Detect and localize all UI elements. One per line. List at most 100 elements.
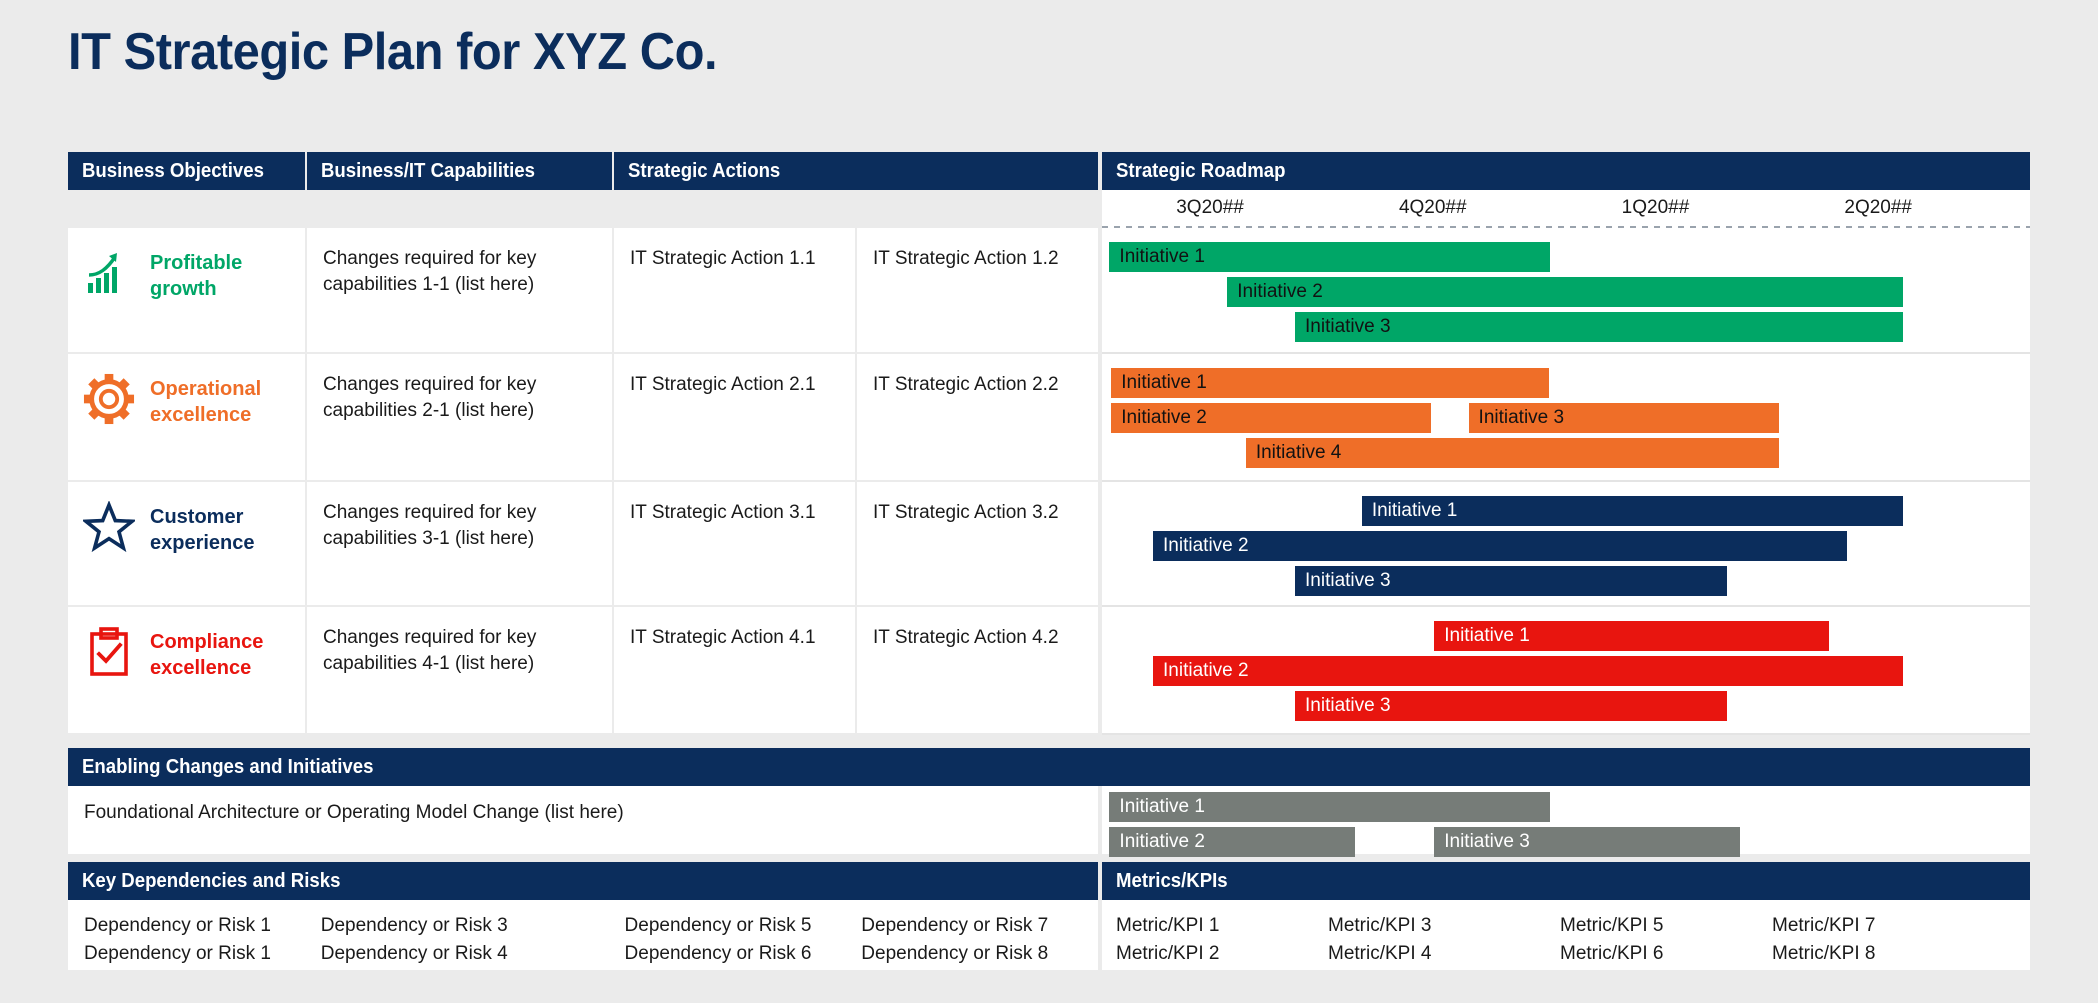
gantt-bar[interactable]: Initiative 1 [1111,368,1550,398]
objective-row: Profitable growth Changes required for ke… [68,228,1098,352]
objective-cell[interactable]: Profitable growth [68,228,305,352]
metric-column: Metric/KPI 5 Metric/KPI 6 [1560,912,1772,970]
gantt-bar[interactable]: Initiative 1 [1109,242,1551,272]
dependency-column-item: Dependency or Risk 3 [320,915,508,936]
roadmap-group: Initiative 1 Initiative 2 Initiative 3 [1102,228,2030,354]
gantt-bar[interactable]: Initiative 3 [1295,566,1727,596]
strategic-action-cell[interactable]: IT Strategic Action 4.1 [614,607,855,733]
objective-label: Compliance excellence [150,631,264,679]
growth-chart-icon [82,246,136,300]
roadmap-axis: 3Q20## 4Q20## 1Q20## 2Q20## [1102,190,2030,228]
group-divider [1102,733,2030,735]
section-header-dependencies: Key Dependencies and Risks [68,862,1098,900]
capability-cell[interactable]: Changes required for key capabilities 3-… [307,482,612,605]
gantt-bar[interactable]: Initiative 4 [1245,438,1780,468]
axis-dashed-line [1102,226,2030,228]
metric-column-item: Metric/KPI 8 [1772,942,1876,964]
capability-cell[interactable]: Changes required for key capabilities 4-… [307,607,612,733]
gantt-bar[interactable]: Initiative 2 [1153,531,1848,561]
gear-icon [82,372,136,426]
column-header-strategic-roadmap: Strategic Roadmap [1102,152,2030,190]
metric-column: Metric/KPI 7 Metric/KPI 8 [1772,912,1984,970]
metric-column: Metric/KPI 3 Metric/KPI 4 [1328,912,1560,970]
section-header-metrics: Metrics/KPIs [1102,862,2030,900]
gantt-bar[interactable]: Initiative 2 [1109,827,1356,857]
dependency-column-item: Dependency or Risk 8 [861,942,1049,964]
dependency-column: Dependency or Risk 5 Dependency or Risk 6 [625,912,862,970]
column-header-business-objectives: Business Objectives [68,152,305,190]
dependency-column-item: Dependency or Risk 6 [624,942,812,964]
gantt-bar[interactable]: Initiative 1 [1361,496,1903,526]
roadmap-quarter-label: 1Q20## [1621,197,1690,218]
section-header-label: Key Dependencies and Risks [82,869,341,892]
objective-row: Customer experience Changes required for … [68,482,1098,605]
objective-label: Operational excellence [150,378,262,426]
objective-cell[interactable]: Operational excellence [68,354,305,480]
gantt-bar[interactable]: Initiative 3 [1295,312,1903,342]
capability-cell[interactable]: Changes required for key capabilities 1-… [307,228,612,352]
clipboard-check-icon [82,625,136,679]
roadmap-quarter-label: 3Q20## [1176,197,1244,218]
dependency-column-item: Dependency or Risk 4 [320,942,508,964]
metric-column: Metric/KPI 1 Metric/KPI 2 [1116,912,1328,970]
objective-row: Compliance excellence Changes required fo… [68,607,1098,733]
metric-column-item: Metric/KPI 6 [1560,942,1664,964]
objective-cell[interactable]: Customer experience [68,482,305,605]
objective-label: Profitable growth [150,252,243,300]
gantt-bar[interactable]: Initiative 3 [1468,403,1780,433]
enabling-description: Foundational Architecture or Operating M… [68,786,1098,854]
objective-cell[interactable]: Compliance excellence [68,607,305,733]
roadmap-group: Initiative 1 Initiative 2 Initiative 3 Init… [1102,354,2030,482]
section-header-label: Metrics/KPIs [1116,869,1228,892]
gantt-bar[interactable]: Initiative 1 [1109,792,1551,822]
dependency-column-item: Dependency or Risk 7 [861,915,1049,936]
strategic-action-cell[interactable]: IT Strategic Action 2.1 [614,354,855,480]
column-header-label: Strategic Actions [628,159,781,182]
gantt-bar[interactable]: Initiative 2 [1227,277,1903,307]
metric-column-item: Metric/KPI 3 [1328,915,1432,936]
strategic-action-cell[interactable]: IT Strategic Action 2.2 [857,354,1098,480]
dependency-column: Dependency or Risk 1 Dependency or Risk 1 [84,912,321,970]
matrix-header-row: Business Objectives Business/IT Capabili… [68,152,1098,190]
column-header-label: Business/IT Capabilities [321,159,535,182]
gantt-bar[interactable]: Initiative 3 [1434,827,1741,857]
strategic-action-cell[interactable]: IT Strategic Action 1.1 [614,228,855,352]
strategic-action-cell[interactable]: IT Strategic Action 1.2 [857,228,1098,352]
group-divider [1102,480,2030,482]
dependency-column-item: Dependency or Risk 1 [84,915,271,936]
column-header-label: Strategic Roadmap [1116,159,1286,182]
group-divider [1102,352,2030,354]
metric-column-item: Metric/KPI 7 [1772,915,1876,936]
gantt-bar[interactable]: Initiative 2 [1111,403,1432,433]
group-divider [1102,605,2030,607]
objective-label: Customer experience [150,506,255,554]
metric-column-item: Metric/KPI 2 [1116,942,1220,964]
roadmap-quarter-label: 4Q20## [1398,197,1467,218]
roadmap-quarter-label: 2Q20## [1844,197,1913,218]
dependency-column-item: Dependency or Risk 1 [84,942,271,964]
gantt-bar[interactable]: Initiative 2 [1153,656,1903,686]
column-header-strategic-actions: Strategic Actions [614,152,1098,190]
strategic-action-cell[interactable]: IT Strategic Action 3.2 [857,482,1098,605]
section-header-enabling: Enabling Changes and Initiatives [68,748,2030,786]
metric-column-item: Metric/KPI 4 [1328,942,1432,964]
metric-column-item: Metric/KPI 1 [1116,915,1220,936]
dependency-column-item: Dependency or Risk 5 [624,915,812,936]
strategic-action-cell[interactable]: IT Strategic Action 4.2 [857,607,1098,733]
dependency-column: Dependency or Risk 3 Dependency or Risk 4 [321,912,625,970]
roadmap-group: Initiative 1 Initiative 2 Initiative 3 [1102,482,2030,607]
gantt-bar[interactable]: Initiative 3 [1295,691,1727,721]
strategic-action-cell[interactable]: IT Strategic Action 3.1 [614,482,855,605]
metric-column-item: Metric/KPI 5 [1560,915,1664,936]
capability-cell[interactable]: Changes required for key capabilities 2-… [307,354,612,480]
gantt-bar[interactable]: Initiative 1 [1434,621,1829,651]
section-header-label: Enabling Changes and Initiatives [82,755,374,778]
page-title: IT Strategic Plan for XYZ Co. [68,23,718,81]
enabling-gantt: Initiative 1 Initiative 2 Initiative 3 [1102,786,2030,857]
column-header-capabilities: Business/IT Capabilities [307,152,612,190]
